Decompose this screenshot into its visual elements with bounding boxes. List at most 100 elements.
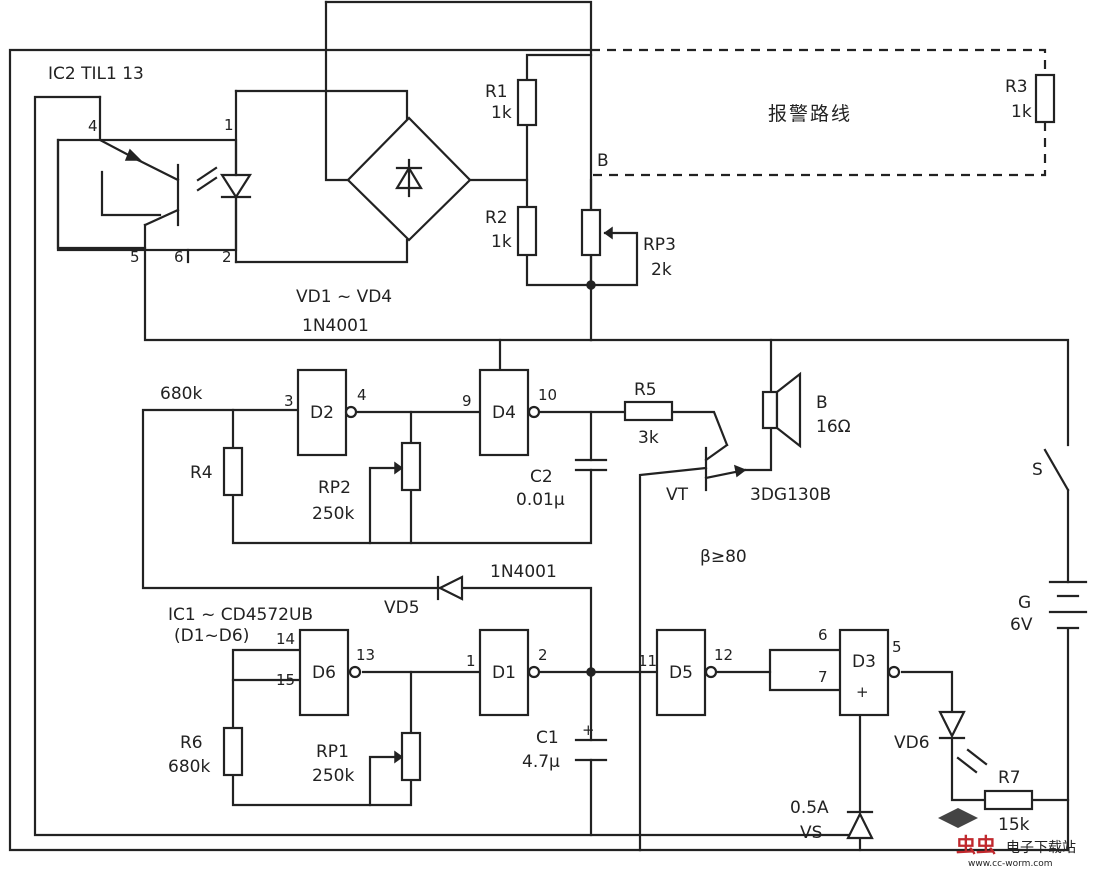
resistor-r5 bbox=[623, 400, 674, 422]
label-vs: VS bbox=[800, 823, 822, 843]
value-c2: 0.01μ bbox=[516, 490, 565, 510]
label-rp1: RP1 bbox=[316, 742, 349, 762]
label-r5: R5 bbox=[634, 380, 657, 400]
svg-text:3: 3 bbox=[284, 392, 294, 410]
value-rp1: 250k bbox=[312, 766, 354, 786]
label-r3: R3 bbox=[1005, 77, 1028, 97]
label-vt: VT bbox=[666, 485, 689, 505]
label-ic1: IC1 ~ CD4572UB bbox=[168, 605, 313, 625]
label-c2: C2 bbox=[530, 467, 553, 487]
label-speaker: B bbox=[816, 393, 828, 413]
value-rp3: 2k bbox=[651, 260, 672, 280]
value-r6: 680k bbox=[168, 757, 210, 777]
watermark: 虫虫 电子下载站 www.cc-worm.com bbox=[938, 808, 1076, 869]
transistor-vt bbox=[704, 443, 747, 492]
svg-text:D5: D5 bbox=[669, 663, 693, 683]
svg-text:D2: D2 bbox=[310, 403, 334, 423]
label-vd5-part: 1N4001 bbox=[490, 562, 557, 582]
label-c1: C1 bbox=[536, 728, 559, 748]
svg-text:1: 1 bbox=[466, 652, 476, 670]
svg-text:9: 9 bbox=[462, 392, 472, 410]
svg-text:11: 11 bbox=[638, 652, 657, 670]
label-beta: β≥80 bbox=[700, 547, 747, 567]
label-vt-part: 3DG130B bbox=[750, 485, 831, 505]
value-battery: 6V bbox=[1010, 615, 1033, 635]
value-r1: 1k bbox=[491, 103, 512, 123]
label-battery: G bbox=[1018, 593, 1031, 613]
svg-text:2: 2 bbox=[222, 248, 232, 266]
label-rp3: RP3 bbox=[643, 235, 676, 255]
label-vd6: VD6 bbox=[894, 733, 930, 753]
svg-text:1: 1 bbox=[224, 116, 234, 134]
gate-labels: D2 D4 D6 D1 D5 D3 bbox=[310, 403, 876, 683]
label-switch: S bbox=[1032, 460, 1043, 480]
label-rp2: RP2 bbox=[318, 478, 351, 498]
svg-text:D4: D4 bbox=[492, 403, 516, 423]
svg-text:电子下载站: 电子下载站 bbox=[1006, 840, 1076, 856]
label-node-b: B bbox=[597, 151, 609, 171]
capacitors: + bbox=[574, 458, 608, 762]
label-bridge-part: 1N4001 bbox=[302, 316, 369, 336]
value-r4-top: 680k bbox=[160, 384, 202, 404]
label-ic1-gates: (D1~D6) bbox=[174, 626, 249, 646]
resistors bbox=[222, 73, 1056, 811]
value-vs: 0.5A bbox=[790, 798, 829, 818]
diode-vd6 bbox=[938, 710, 966, 739]
resistor-r4 bbox=[222, 446, 244, 497]
value-r5: 3k bbox=[638, 428, 659, 448]
label-r1: R1 bbox=[485, 82, 508, 102]
value-r2: 1k bbox=[491, 232, 512, 252]
label-vd5: VD5 bbox=[384, 598, 420, 618]
speaker bbox=[761, 371, 802, 449]
svg-text:15: 15 bbox=[276, 671, 295, 689]
value-r7: 15k bbox=[998, 815, 1030, 835]
diodes bbox=[436, 575, 988, 840]
resistor-r6 bbox=[222, 726, 244, 777]
svg-text:2: 2 bbox=[538, 646, 548, 664]
svg-text:6: 6 bbox=[174, 248, 184, 266]
bridge-rectifier bbox=[346, 116, 472, 242]
svg-text:D1: D1 bbox=[492, 663, 516, 683]
label-r2: R2 bbox=[485, 208, 508, 228]
label-bridge: VD1 ~ VD4 bbox=[296, 287, 392, 307]
text-labels: IC2 TIL1 13 R1 1k R2 1k R3 1k RP3 2k 报警路… bbox=[48, 64, 1043, 843]
svg-text:D6: D6 bbox=[312, 663, 336, 683]
svg-text:7: 7 bbox=[818, 668, 828, 686]
svg-text:4: 4 bbox=[88, 117, 98, 135]
gate-d4 bbox=[478, 368, 530, 457]
svg-text:www.cc-worm.com: www.cc-worm.com bbox=[968, 859, 1053, 869]
svg-text:12: 12 bbox=[714, 646, 733, 664]
resistor-r2 bbox=[516, 205, 538, 257]
logic-gates bbox=[296, 368, 901, 717]
alarm-line-dashed bbox=[591, 48, 1047, 177]
label-ic2: IC2 TIL1 13 bbox=[48, 64, 144, 84]
value-c1: 4.7μ bbox=[522, 752, 560, 772]
value-r3: 1k bbox=[1011, 102, 1032, 122]
potentiometer-rp3 bbox=[580, 208, 602, 257]
switch-s bbox=[1043, 448, 1070, 492]
watermark-logo-icon bbox=[938, 808, 978, 828]
svg-text:+: + bbox=[582, 721, 595, 739]
potentiometer-rp1 bbox=[400, 731, 422, 782]
thyristor-vs bbox=[846, 811, 874, 840]
svg-text:5: 5 bbox=[892, 638, 902, 656]
resistor-r7 bbox=[983, 789, 1034, 811]
wires bbox=[8, 0, 1070, 852]
label-alarm-line: 报警路线 bbox=[768, 103, 852, 125]
label-r6: R6 bbox=[180, 733, 203, 753]
svg-text:6: 6 bbox=[818, 626, 828, 644]
potentiometer-rp2 bbox=[400, 441, 422, 492]
d3-plus: + bbox=[856, 683, 869, 701]
svg-text:13: 13 bbox=[356, 646, 375, 664]
optocoupler-ic2 bbox=[56, 89, 253, 264]
gate-d6 bbox=[298, 628, 350, 717]
svg-text:10: 10 bbox=[538, 386, 557, 404]
pin-numbers: 3 4 9 10 14 15 13 1 2 11 12 6 7 5 bbox=[276, 386, 902, 689]
svg-text:D3: D3 bbox=[852, 652, 876, 672]
label-r4: R4 bbox=[190, 463, 213, 483]
battery-g bbox=[1048, 580, 1088, 630]
svg-text:14: 14 bbox=[276, 630, 295, 648]
svg-text:4: 4 bbox=[357, 386, 367, 404]
svg-text:虫虫: 虫虫 bbox=[956, 833, 996, 857]
diode-vd5 bbox=[437, 575, 464, 601]
